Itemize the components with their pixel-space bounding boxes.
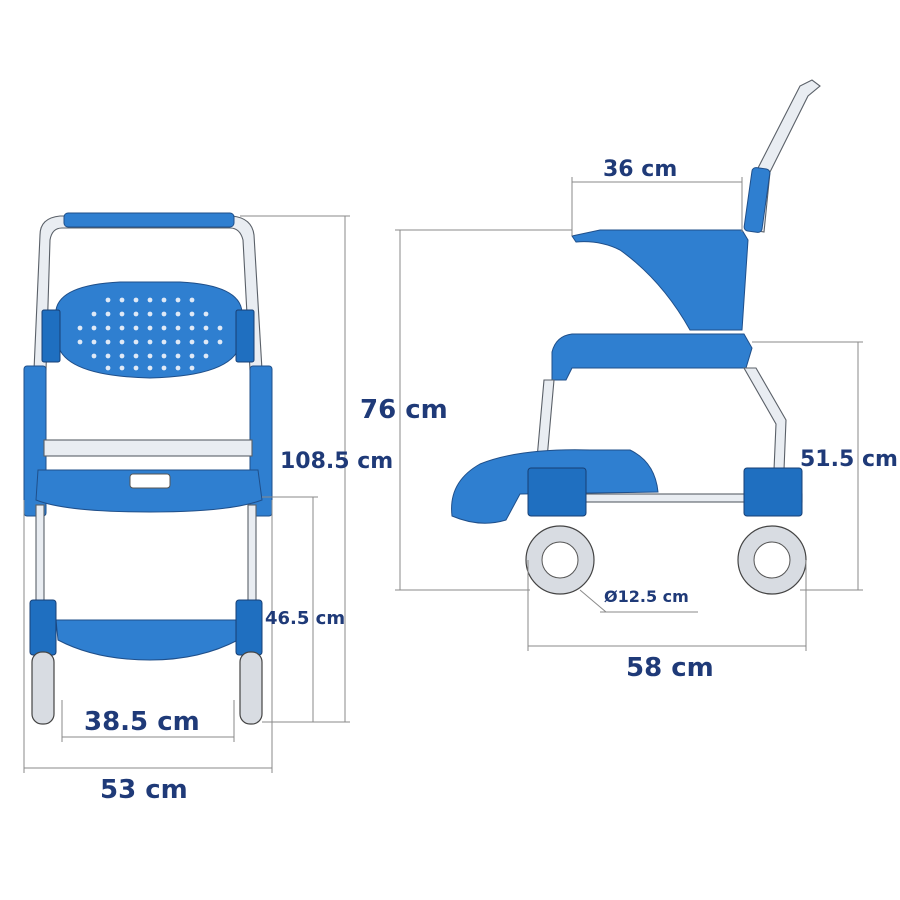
backrest-hole	[77, 325, 83, 331]
backrest-hole	[105, 353, 111, 359]
front-seat-top	[43, 439, 253, 457]
backrest-hole	[105, 325, 111, 331]
side-armrest[interactable]	[571, 229, 749, 331]
front-wheel-right	[239, 651, 263, 725]
backrest-hole	[133, 297, 139, 303]
label-side-height: 76 cm	[360, 395, 448, 425]
backrest-hole	[77, 339, 83, 345]
backrest-hole	[91, 325, 97, 331]
backrest-hole	[175, 353, 181, 359]
backrest-hole	[175, 365, 181, 371]
front-seat-body	[35, 469, 263, 513]
backrest-hole	[175, 339, 181, 345]
front-leg-right	[247, 504, 257, 606]
backrest-hole	[175, 325, 181, 331]
backrest-hole	[105, 297, 111, 303]
backrest-bracket-right	[235, 309, 255, 363]
backrest-hole	[133, 339, 139, 345]
backrest-hole	[217, 325, 223, 331]
front-footrest[interactable]	[55, 619, 241, 661]
backrest-hole	[105, 365, 111, 371]
backrest-hole	[147, 353, 153, 359]
backrest-hole	[161, 339, 167, 345]
label-armrest-length: 36 cm	[603, 157, 677, 182]
label-front-inner-width: 38.5 cm	[84, 707, 200, 737]
backrest-hole	[203, 311, 209, 317]
backrest-hole	[217, 339, 223, 345]
side-caster-housing-rear	[743, 467, 803, 517]
backrest-hole	[91, 311, 97, 317]
front-caster-housing-right	[235, 599, 263, 656]
backrest-hole	[119, 325, 125, 331]
side-caster-housing-front	[527, 467, 587, 517]
backrest-hole	[189, 297, 195, 303]
front-caster-housing-left	[29, 599, 57, 656]
backrest-hole	[147, 365, 153, 371]
backrest-hole	[147, 325, 153, 331]
backrest-hole	[189, 311, 195, 317]
backrest-hole	[133, 311, 139, 317]
backrest-hole	[105, 339, 111, 345]
front-wheel-left	[31, 651, 55, 725]
label-front-total-width: 53 cm	[100, 775, 188, 805]
front-seat-buckle	[129, 473, 171, 489]
label-front-total-height: 108.5 cm	[280, 449, 393, 474]
backrest-hole	[189, 365, 195, 371]
backrest-hole	[119, 353, 125, 359]
backrest-hole	[147, 339, 153, 345]
side-rear-leg	[743, 367, 787, 471]
front-handle-frame	[33, 215, 263, 371]
backrest-hole	[161, 325, 167, 331]
backrest-hole	[91, 353, 97, 359]
side-wheel-front-hub	[541, 541, 579, 579]
backrest-hole	[161, 297, 167, 303]
backrest-hole	[119, 339, 125, 345]
backrest-hole	[161, 353, 167, 359]
backrest-hole	[133, 325, 139, 331]
side-handle-grip[interactable]	[743, 167, 771, 233]
backrest-hole	[147, 311, 153, 317]
label-wheel-diameter: Ø12.5 cm	[604, 587, 689, 606]
backrest-hole	[189, 353, 195, 359]
backrest-bracket-left	[41, 309, 61, 363]
backrest-hole	[203, 339, 209, 345]
backrest-hole	[119, 311, 125, 317]
label-front-seat-height: 46.5 cm	[265, 608, 345, 629]
side-seat	[551, 333, 753, 381]
label-side-depth: 58 cm	[626, 653, 714, 683]
backrest-hole	[119, 297, 125, 303]
backrest-hole	[161, 311, 167, 317]
backrest-hole	[189, 325, 195, 331]
backrest-hole	[91, 339, 97, 345]
dim-line-wheel-diameter	[579, 589, 607, 613]
label-side-seat-height: 51.5 cm	[800, 447, 898, 472]
backrest-hole	[175, 311, 181, 317]
front-leg-left	[35, 504, 45, 606]
backrest-hole	[161, 365, 167, 371]
front-handle-grip[interactable]	[63, 212, 235, 228]
backrest-hole	[133, 353, 139, 359]
backrest-hole	[203, 325, 209, 331]
front-view: 108.5 cm 46.5 cm 38.5 cm 53 cm	[23, 212, 393, 805]
side-wheel-rear-hub	[753, 541, 791, 579]
backrest-hole	[147, 297, 153, 303]
backrest-hole	[133, 365, 139, 371]
backrest-hole	[203, 353, 209, 359]
side-view: 36 cm 76 cm 51.5 cm Ø12.5 cm 58 cm	[360, 79, 898, 683]
backrest-hole	[119, 365, 125, 371]
backrest-holes	[77, 297, 223, 371]
backrest-hole	[175, 297, 181, 303]
backrest-hole	[189, 339, 195, 345]
backrest-hole	[105, 311, 111, 317]
